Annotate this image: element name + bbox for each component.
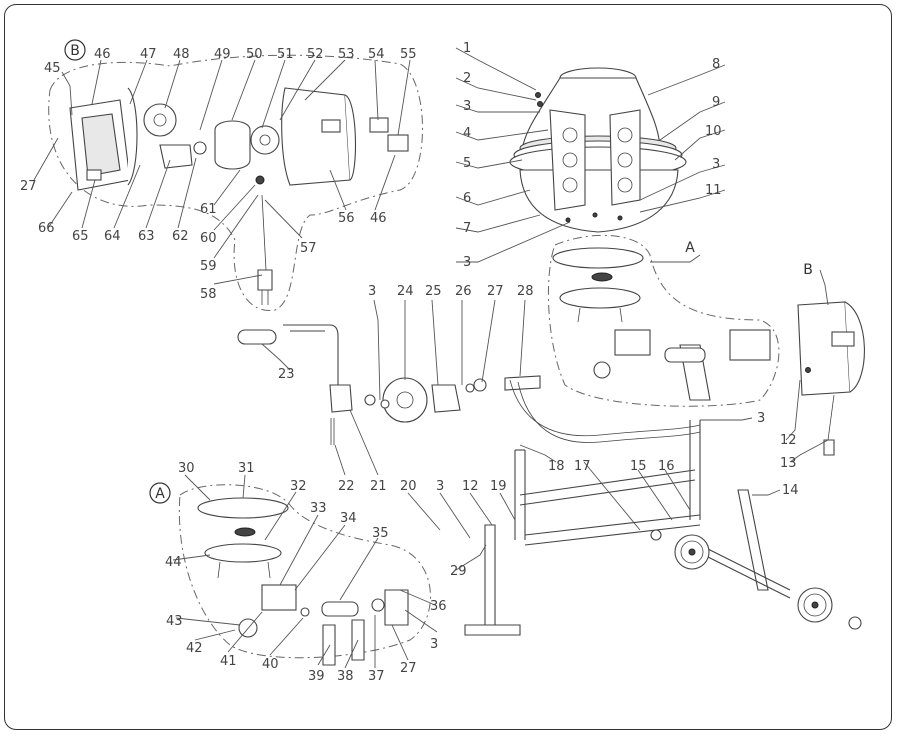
callout-25: 25: [425, 284, 442, 299]
callout-labels: 1 2 3 4 5 6 7 3 8 9 10 3 11 3 12 13 14 1…: [20, 41, 799, 684]
callout-2: 2: [463, 71, 471, 86]
callout-14: 14: [782, 483, 799, 498]
callout-37: 37: [368, 669, 385, 684]
callout-35: 35: [372, 526, 389, 541]
mixing-drum: [509, 67, 687, 233]
callout-8: 8: [712, 57, 720, 72]
group-a-detail: [197, 497, 409, 666]
group-a-tag: A: [685, 240, 695, 256]
callout-56: 56: [338, 211, 355, 226]
callout-3d: 3: [757, 411, 765, 426]
callout-54: 54: [368, 47, 385, 62]
callout-36: 36: [430, 599, 447, 614]
callout-27b: 27: [400, 661, 417, 676]
group-a-outline-left: [178, 484, 431, 659]
callout-6: 6: [463, 191, 471, 206]
callout-3f: 3: [368, 284, 376, 299]
callout-61: 61: [200, 202, 217, 217]
leader-lines: [33, 47, 829, 669]
callout-48: 48: [173, 47, 190, 62]
callout-60: 60: [200, 231, 217, 246]
callout-16: 16: [658, 459, 675, 474]
diagram-frame: [4, 4, 892, 730]
motor-assembly: [69, 87, 409, 305]
callout-57: 57: [300, 241, 317, 256]
callout-30: 30: [178, 461, 195, 476]
tilt-handwheel: [237, 324, 487, 445]
callout-40: 40: [262, 657, 279, 672]
callout-3b: 3: [463, 255, 471, 270]
callout-55: 55: [400, 47, 417, 62]
callout-27c: 27: [20, 179, 37, 194]
callout-12: 12: [780, 433, 797, 448]
callout-44: 44: [165, 555, 182, 570]
callout-3: 3: [463, 99, 471, 114]
drum-base-plates: [552, 247, 771, 401]
callout-22: 22: [338, 479, 355, 494]
group-a-outline-right: [547, 234, 780, 407]
callout-32: 32: [290, 479, 307, 494]
callout-42: 42: [186, 641, 203, 656]
callout-24: 24: [397, 284, 414, 299]
callout-53: 53: [338, 47, 355, 62]
callout-59: 59: [200, 259, 217, 274]
group-marker-a-label: A: [155, 486, 165, 502]
callout-12b: 12: [462, 479, 479, 494]
callout-13: 13: [780, 456, 797, 471]
callout-28: 28: [517, 284, 534, 299]
callout-49: 49: [214, 47, 231, 62]
callout-10: 10: [705, 124, 722, 139]
callout-11: 11: [705, 183, 722, 198]
callout-47: 47: [140, 47, 157, 62]
callout-3g: 3: [430, 637, 438, 652]
callout-46: 46: [94, 47, 111, 62]
callout-26: 26: [455, 284, 472, 299]
callout-7: 7: [463, 221, 471, 236]
group-marker-b: B: [64, 39, 86, 61]
callout-23: 23: [278, 367, 295, 382]
callout-46b: 46: [370, 211, 387, 226]
group-marker-b-label: B: [70, 43, 80, 59]
callout-17: 17: [574, 459, 591, 474]
callout-50: 50: [246, 47, 263, 62]
callout-38: 38: [337, 669, 354, 684]
callout-34: 34: [340, 511, 357, 526]
callout-3c: 3: [712, 157, 720, 172]
callout-33: 33: [310, 501, 327, 516]
callout-52: 52: [307, 47, 324, 62]
callout-58: 58: [200, 287, 217, 302]
callout-51: 51: [277, 47, 294, 62]
callout-5: 5: [463, 156, 471, 171]
callout-3e: 3: [436, 479, 444, 494]
callout-20: 20: [400, 479, 417, 494]
callout-43: 43: [166, 614, 183, 629]
callout-15: 15: [630, 459, 647, 474]
group-b-tag: B: [803, 262, 813, 278]
callout-64: 64: [104, 229, 121, 244]
callout-65: 65: [72, 229, 89, 244]
callout-27: 27: [487, 284, 504, 299]
callout-1: 1: [463, 41, 471, 56]
group-marker-a: A: [149, 482, 171, 504]
mixer-frame: [464, 375, 862, 636]
callout-41: 41: [220, 654, 237, 669]
callout-18: 18: [548, 459, 565, 474]
callout-21: 21: [370, 479, 387, 494]
callout-31: 31: [238, 461, 255, 476]
callout-29: 29: [450, 564, 467, 579]
callout-62: 62: [172, 229, 189, 244]
callout-63: 63: [138, 229, 155, 244]
callout-45: 45: [44, 61, 61, 76]
control-box-b: [797, 301, 865, 456]
callout-9: 9: [712, 95, 720, 110]
callout-4: 4: [463, 126, 471, 141]
callout-66: 66: [38, 221, 55, 236]
callout-19: 19: [490, 479, 507, 494]
group-b-outline: [48, 54, 423, 311]
callout-39: 39: [308, 669, 325, 684]
